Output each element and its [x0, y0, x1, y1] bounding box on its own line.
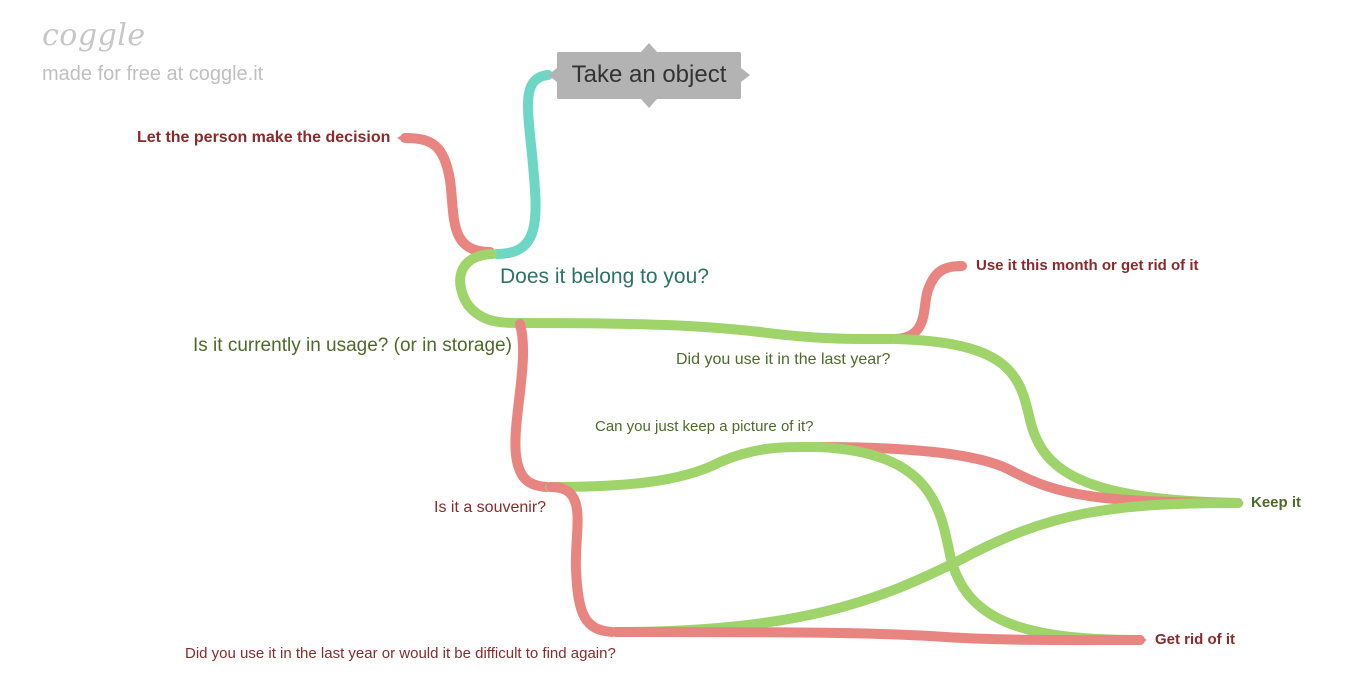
branch-picture-keep [813, 442, 1243, 508]
node-last-year[interactable]: Did you use it in the last year? [676, 351, 891, 368]
made-with-coggle-text[interactable]: made for free at coggle.it [42, 63, 264, 85]
branch-last-year [513, 318, 897, 345]
node-souvenir[interactable]: Is it a souvenir? [434, 499, 547, 516]
root-notch-bottom [641, 99, 657, 108]
branch-last-year-keep [890, 334, 1243, 508]
node-let-person[interactable]: Let the person make the decision [137, 129, 391, 146]
root-node-box[interactable] [557, 52, 741, 99]
branch-difficult [546, 482, 617, 637]
arrow-use-month [960, 262, 968, 270]
branch-keep-picture [545, 441, 820, 492]
branch-picture-getrid [813, 442, 1145, 645]
arrow-keep-it [1236, 498, 1244, 508]
branch-root-to-belongs [492, 70, 553, 259]
node-in-usage[interactable]: Is it currently in usage? (or in storage… [193, 335, 512, 356]
node-keep-it[interactable]: Keep it [1251, 494, 1302, 511]
arrow-get-rid [1138, 635, 1147, 645]
branch-in-usage [455, 249, 521, 328]
branch-let-person [400, 133, 495, 257]
node-belongs[interactable]: Does it belong to you? [500, 265, 709, 288]
branch-souvenir [510, 319, 552, 492]
branch-use-month [890, 261, 967, 344]
node-use-month[interactable]: Use it this month or get rid of it [976, 257, 1199, 274]
node-keep-picture[interactable]: Can you just keep a picture of it? [595, 418, 814, 435]
root-notch-right [741, 68, 750, 82]
node-get-rid[interactable]: Get rid of it [1155, 631, 1235, 648]
branch-difficult-keep [611, 498, 1243, 637]
node-difficult[interactable]: Did you use it in the last year or would… [185, 645, 616, 662]
root-notch-top [641, 43, 657, 52]
coggle-logo: coggle [42, 18, 146, 53]
root-node-label[interactable]: Take an object [571, 61, 727, 88]
branch-difficult-getrid [611, 627, 1145, 646]
root-notch-left [548, 68, 557, 82]
arrow-let-person [397, 133, 406, 143]
